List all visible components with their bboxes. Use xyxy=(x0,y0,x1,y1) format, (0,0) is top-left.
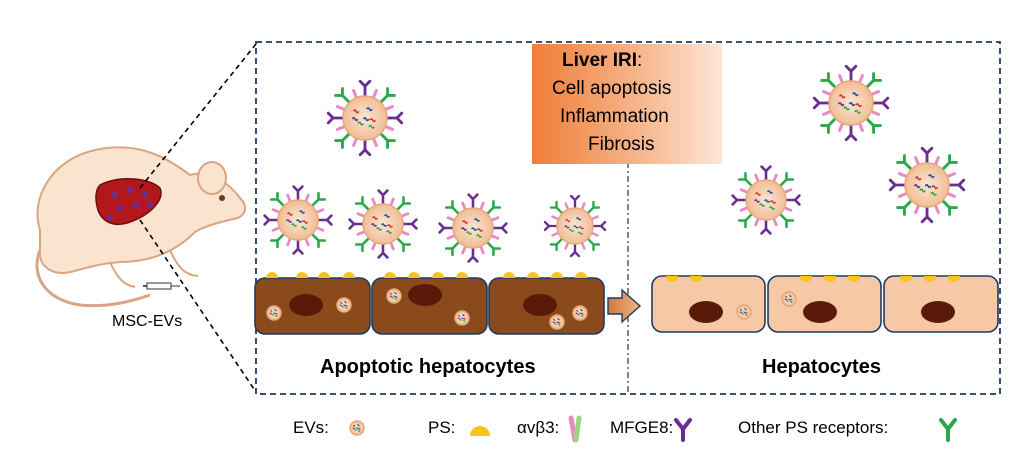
ev-particle xyxy=(349,420,365,436)
ev-particle xyxy=(549,314,565,330)
apoptotic-hepatocytes-label: Apoptotic hepatocytes xyxy=(320,356,536,378)
legend-other-receptor-icon xyxy=(939,418,957,442)
legend-ps-label: PS: xyxy=(428,418,456,437)
ev-particle xyxy=(263,185,333,255)
ev-particle xyxy=(731,165,801,235)
liver-iri-box: Liver IRI: Cell apoptosis Inflammation F… xyxy=(532,44,722,164)
detail-frame xyxy=(255,41,1001,395)
ev-particle xyxy=(348,189,418,259)
legend-mfge8-icon xyxy=(674,418,692,442)
ev-particle xyxy=(326,79,404,157)
ev-particle xyxy=(781,291,797,307)
ev-particle xyxy=(438,193,508,263)
transition-arrow xyxy=(607,288,642,324)
ev-particle xyxy=(336,297,352,313)
liver-icon xyxy=(95,178,162,226)
liver-iri-title: Liver IRI xyxy=(562,50,637,71)
legend-integrin-icon xyxy=(568,415,582,443)
rat-illustration xyxy=(35,146,246,308)
ev-particle xyxy=(736,304,752,320)
apoptotic-cells xyxy=(254,277,605,335)
healthy-cells xyxy=(651,275,999,333)
legend-integrin-label: αvβ3: xyxy=(517,418,560,437)
effect-cell-apoptosis: Cell apoptosis xyxy=(552,78,672,99)
hepatocytes-label: Hepatocytes xyxy=(762,356,881,378)
ev-particle xyxy=(386,288,402,304)
legend-evs-label: EVs: xyxy=(293,418,329,437)
ps-markers xyxy=(266,272,587,278)
ev-particle xyxy=(266,305,282,321)
ev-particle xyxy=(812,64,890,142)
ev-particle xyxy=(572,305,588,321)
syringe-icon xyxy=(143,282,180,290)
ev-particle xyxy=(888,146,966,224)
legend-mfge8-label: MFGE8: xyxy=(610,418,674,437)
ev-particle xyxy=(543,194,607,258)
effect-inflammation: Inflammation xyxy=(560,106,669,127)
msc-evs-label: MSC-EVs xyxy=(112,313,183,330)
legend-ps-icon xyxy=(470,426,490,436)
legend-other-label: Other PS receptors: xyxy=(738,418,889,437)
ev-particle xyxy=(454,310,470,326)
legend-icons xyxy=(349,415,957,443)
liver-iri-colon: : xyxy=(636,50,643,71)
ev-layer xyxy=(263,64,966,330)
effect-fibrosis: Fibrosis xyxy=(588,134,655,155)
